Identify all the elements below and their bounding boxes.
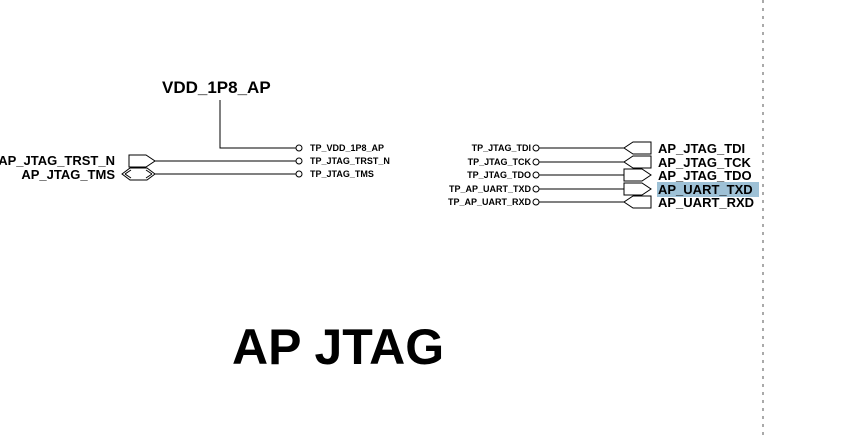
selection-highlight (657, 182, 759, 197)
input-port-icon[interactable] (128, 154, 156, 168)
test-point-icon[interactable] (532, 144, 540, 152)
test-point-icon[interactable] (532, 185, 540, 193)
input-port-icon[interactable] (623, 195, 652, 209)
output-port-icon[interactable] (623, 182, 652, 196)
test-point-tms-icon[interactable] (295, 170, 303, 178)
test-point-label: TP_AP_UART_TXD (449, 184, 532, 194)
bidirectional-arrow-icon (124, 169, 153, 179)
input-port-icon[interactable] (623, 155, 652, 169)
sheet-title: AP JTAG (232, 319, 444, 375)
test-point-label: TP_AP_UART_RXD (448, 197, 532, 207)
test-point-label: TP_JTAG_TDI (472, 143, 531, 153)
net-label[interactable]: AP_UART_RXD (658, 195, 754, 210)
test-point-trst-icon[interactable] (295, 157, 303, 165)
test-point-icon[interactable] (532, 158, 540, 166)
power-wire[interactable] (219, 100, 296, 149)
output-port-icon[interactable] (623, 168, 652, 182)
left-net-label-tms[interactable]: AP_JTAG_TMS (21, 167, 115, 182)
net-label[interactable]: AP_JTAG_TCK (658, 155, 752, 170)
test-point-label: TP_JTAG_TDO (467, 170, 531, 180)
power-test-point-label: TP_VDD_1P8_AP (310, 143, 384, 153)
left-net-label-trst[interactable]: AP_JTAG_TRST_N (0, 153, 115, 168)
input-port-icon[interactable] (623, 141, 652, 155)
net-label[interactable]: AP_JTAG_TDO (658, 168, 752, 183)
test-point-icon[interactable] (532, 171, 540, 179)
net-label[interactable]: AP_JTAG_TDI (658, 141, 745, 156)
test-point-label-trst: TP_JTAG_TRST_N (310, 156, 390, 166)
power-test-point-icon[interactable] (295, 144, 303, 152)
net-label[interactable]: AP_UART_TXD (658, 182, 753, 197)
test-point-label-tms: TP_JTAG_TMS (310, 169, 374, 179)
right-net-group: TP_JTAG_TDI AP_JTAG_TDI TP_JTAG_TCK AP_JTAG… (448, 141, 759, 210)
bidirectional-port-icon[interactable] (121, 167, 156, 181)
test-point-label: TP_JTAG_TCK (468, 157, 532, 167)
test-point-icon[interactable] (532, 198, 540, 206)
power-net-label[interactable]: VDD_1P8_AP (162, 78, 271, 97)
